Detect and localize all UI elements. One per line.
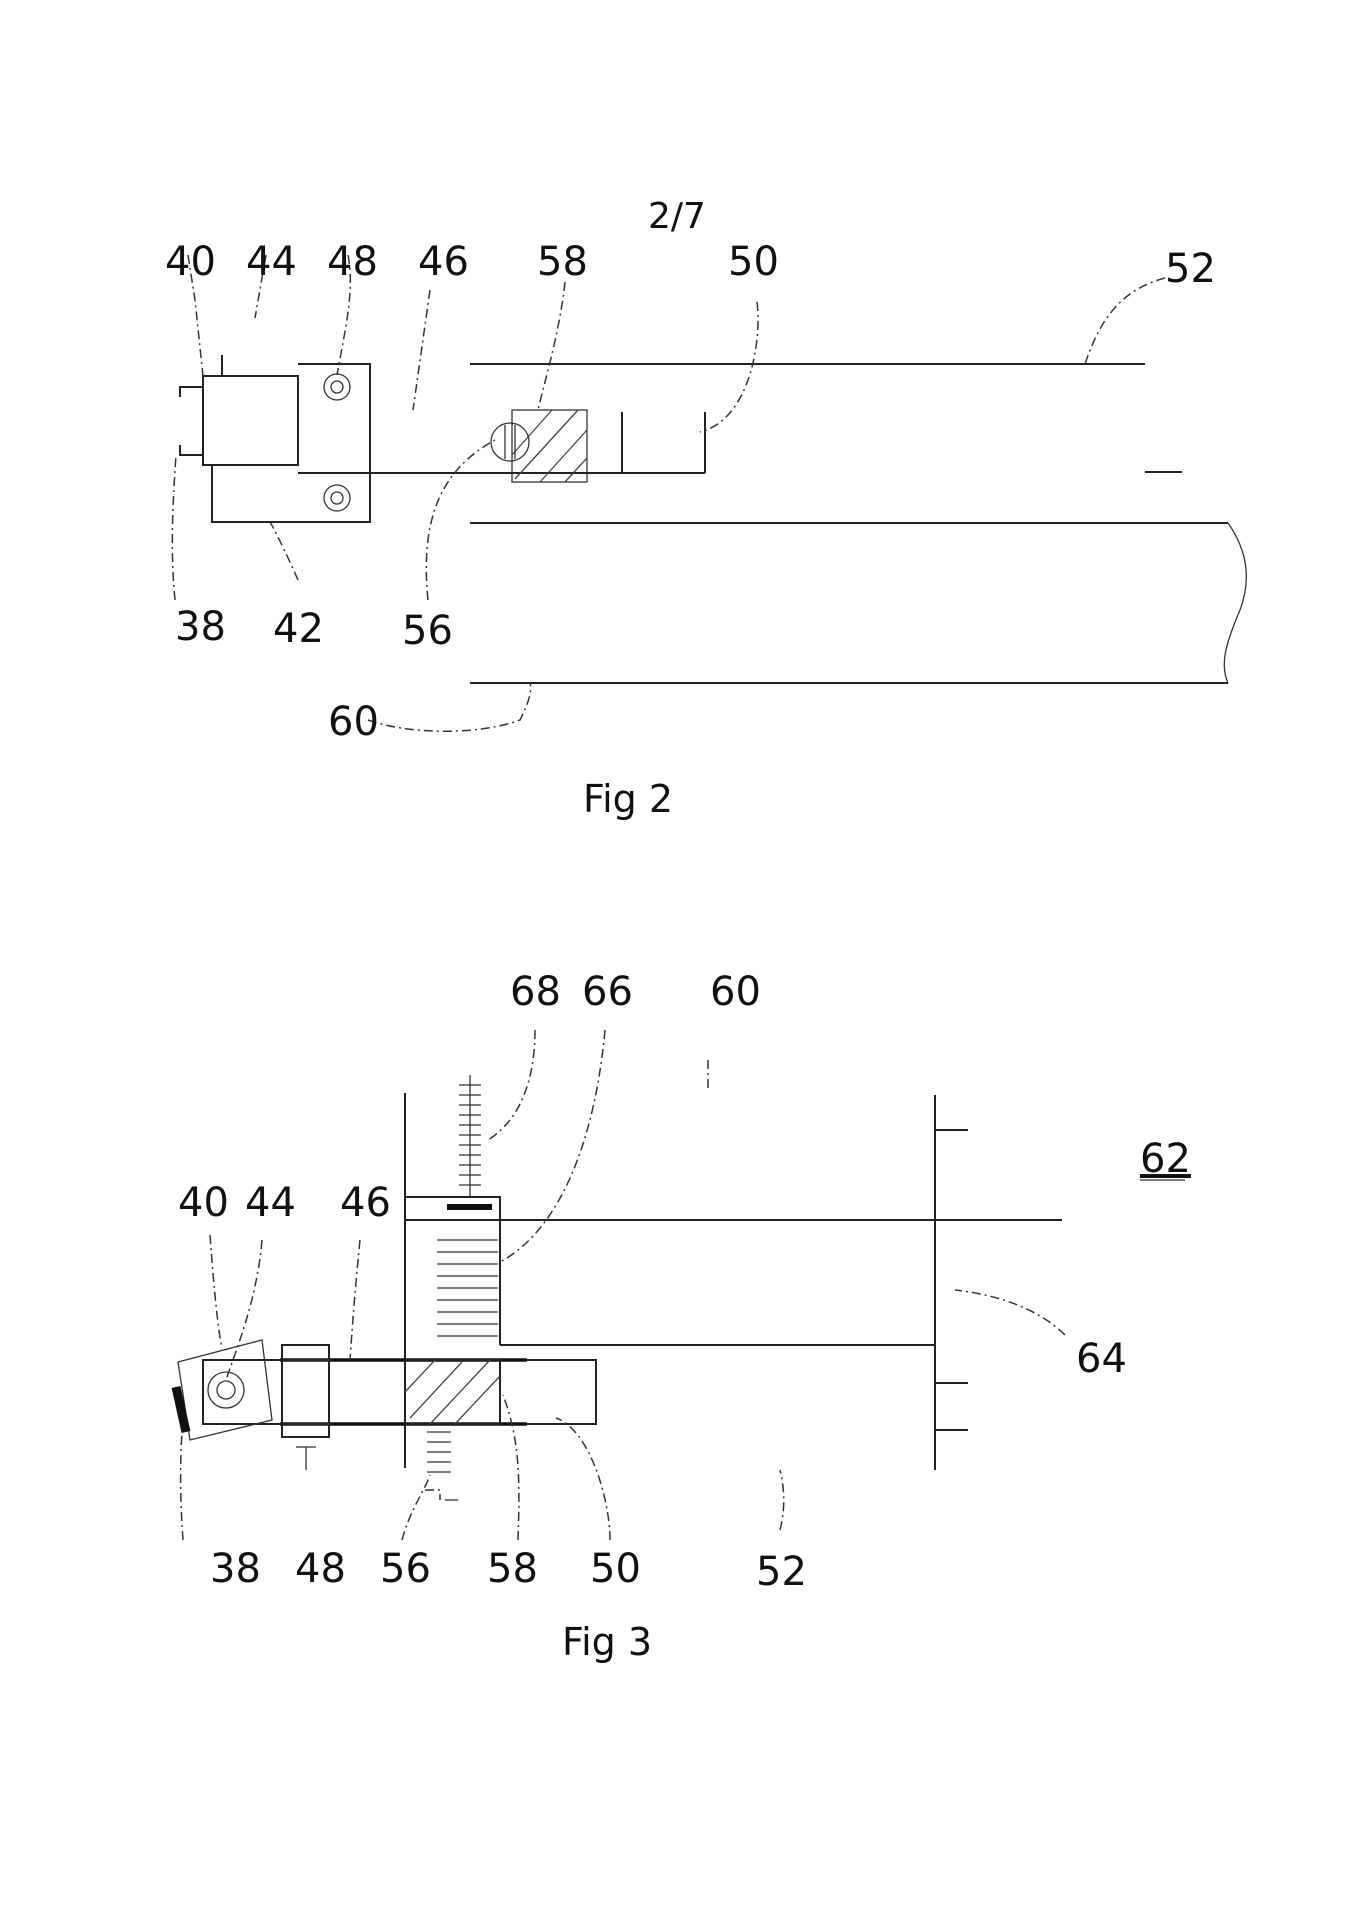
fig2-label-52: 52 (1165, 246, 1216, 292)
fig3-label-38: 38 (210, 1546, 261, 1592)
fig2-reference-labels: 40 44 48 46 58 50 52 38 42 56 60 (165, 239, 1216, 745)
fig2-label-48: 48 (327, 239, 378, 285)
fig3-label-68: 68 (510, 969, 561, 1015)
fig2-label-50: 50 (728, 239, 779, 285)
fig2-label-38: 38 (175, 604, 226, 650)
figure-3: 68 66 60 62 40 44 46 64 38 48 56 58 50 5… (171, 969, 1191, 1664)
fig3-label-40: 40 (178, 1180, 229, 1226)
fig3-label-44: 44 (245, 1180, 296, 1226)
fig2-leader-lines (171, 254, 1166, 732)
fig2-label-44: 44 (246, 239, 297, 285)
fig2-label-40: 40 (165, 239, 216, 285)
thread-56 (427, 1431, 451, 1473)
fig3-drawing (171, 1075, 1062, 1501)
fig2-caption: Fig 2 (583, 777, 673, 821)
thread-68 (459, 1084, 481, 1186)
fig3-leader-lines (179, 1029, 1066, 1541)
fig3-reference-labels: 68 66 60 62 40 44 46 64 38 48 56 58 50 5… (178, 969, 1191, 1595)
fig3-label-52: 52 (756, 1549, 807, 1595)
fig3-label-56: 56 (380, 1546, 431, 1592)
fig2-label-46: 46 (418, 239, 469, 285)
fig3-label-66: 66 (582, 969, 633, 1015)
thread-66 (437, 1239, 498, 1337)
fig3-label-64: 64 (1076, 1336, 1127, 1382)
figure-2: 40 44 48 46 58 50 52 38 42 56 60 Fig 2 (165, 239, 1247, 821)
fig3-label-48: 48 (295, 1546, 346, 1592)
fig3-label-46: 46 (340, 1180, 391, 1226)
fig2-label-56: 56 (402, 608, 453, 654)
fig3-label-60: 60 (710, 969, 761, 1015)
fig2-label-42: 42 (273, 606, 324, 652)
fig3-caption: Fig 3 (562, 1620, 652, 1664)
fig2-label-60: 60 (328, 699, 379, 745)
fig3-label-50: 50 (590, 1546, 641, 1592)
fig2-label-58: 58 (537, 239, 588, 285)
fig2-drawing (179, 355, 1247, 684)
fig3-label-62: 62 (1140, 1136, 1191, 1182)
fig3-label-58: 58 (487, 1546, 538, 1592)
page-number: 2/7 (648, 196, 706, 237)
